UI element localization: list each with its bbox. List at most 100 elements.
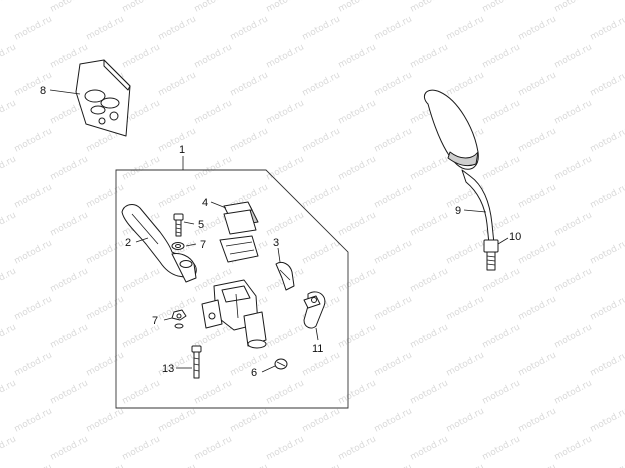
callout-4: 4 [202,197,208,209]
watermark-text: motod.ru [49,210,90,238]
watermark-text: motod.ru [193,378,234,406]
watermark-text: motod.ru [49,434,90,462]
watermark-text: motod.ru [481,0,522,15]
watermark-text: motod.ru [517,182,558,210]
watermark-text: motod.ru [0,322,18,350]
pivot-bolt-part [173,213,184,237]
watermark-text: motod.ru [517,126,558,154]
watermark-text: motod.ru [265,210,306,238]
watermark-text: motod.ru [121,42,162,70]
watermark-text: motod.ru [301,182,342,210]
watermark-text: motod.ru [157,126,198,154]
watermark-text: motod.ru [13,406,54,434]
watermark-text: motod.ru [337,322,378,350]
watermark-text: motod.ru [373,294,414,322]
watermark-text: motod.ru [553,322,594,350]
watermark-text: motod.ru [553,98,594,126]
watermark-text: motod.ru [85,182,126,210]
watermark-text: motod.ru [409,0,450,15]
watermark-text: motod.ru [373,238,414,266]
watermark-text: motod.ru [13,350,54,378]
watermark-text: motod.ru [301,406,342,434]
watermark-text: motod.ru [337,0,378,15]
watermark-text: motod.ru [373,462,414,468]
watermark-text: motod.ru [589,126,625,154]
watermark-text: motod.ru [265,434,306,462]
watermark-text: motod.ru [445,294,486,322]
watermark-text: motod.ru [517,350,558,378]
watermark-text: motod.ru [0,378,18,406]
watermark-text: motod.ru [193,42,234,70]
watermark-text: motod.ru [265,98,306,126]
watermark-text: motod.ru [409,210,450,238]
bracket-part [275,261,295,291]
long-bolt-part [191,345,202,379]
watermark-text: motod.ru [553,42,594,70]
watermark-text: motod.ru [13,294,54,322]
watermark-text: motod.ru [265,378,306,406]
watermark-text: motod.ru [49,154,90,182]
watermark-text: motod.ru [373,182,414,210]
watermark-text: motod.ru [85,350,126,378]
master-cylinder-body-part [201,279,267,349]
watermark-text: motod.ru [589,462,625,468]
watermark-text: motod.ru [445,350,486,378]
watermark-text: motod.ru [49,322,90,350]
watermark-text: motod.ru [337,210,378,238]
assembly-frame [115,169,349,409]
watermark-text: motod.ru [589,350,625,378]
watermark-text: motod.ru [517,462,558,468]
reservoir-cap-part [219,201,259,263]
callout-labels: 8 1 2 4 5 7 3 7 11 6 13 9 10 [40,85,521,379]
watermark-text: motod.ru [193,434,234,462]
watermark-text: motod.ru [445,14,486,42]
watermark-text: motod.ru [481,154,522,182]
watermark-text: motod.ru [85,14,126,42]
watermark-text: motod.ru [373,406,414,434]
watermark-text: motod.ru [229,70,270,98]
watermark-text: motod.ru [13,182,54,210]
watermark-text: motod.ru [0,266,18,294]
plug-cap-part [274,358,288,370]
watermark-text: motod.ru [157,182,198,210]
watermark-text: motod.ru [301,462,342,468]
watermark-text: motod.ru [445,406,486,434]
watermark-text: motod.ru [517,294,558,322]
watermark-text: motod.ru [409,42,450,70]
callout-3: 3 [273,237,279,249]
watermark-text: motod.ru [301,70,342,98]
watermark-text: motod.ru [49,378,90,406]
watermark-text: motod.ru [301,238,342,266]
watermark-text: motod.ru [553,154,594,182]
watermark-text: motod.ru [409,266,450,294]
watermark-text: motod.ru [481,322,522,350]
nut-upper-part [171,242,185,250]
watermark-text: motod.ru [553,0,594,15]
watermark-text: motod.ru [13,70,54,98]
callout-5: 5 [198,219,204,231]
watermark-text: motod.ru [409,322,450,350]
watermark-text: motod.ru [445,238,486,266]
mirror-stem-bolt-part [483,239,499,271]
watermark-text: motod.ru [49,266,90,294]
callout-2: 2 [125,237,131,249]
watermark-text: motod.ru [337,42,378,70]
watermark-text: motod.ru [0,210,18,238]
watermark-text: motod.ru [337,154,378,182]
watermark-text: motod.ru [481,98,522,126]
watermark-text: motod.ru [0,42,18,70]
watermark-text: motod.ru [85,294,126,322]
watermark-text: motod.ru [85,406,126,434]
rear-view-mirror-part [424,89,495,245]
watermark-text: motod.ru [481,434,522,462]
watermark-text: motod.ru [553,378,594,406]
watermark-text: motod.ru [193,154,234,182]
watermark-text: motod.ru [121,154,162,182]
callout-8: 8 [40,85,46,97]
watermark-text: motod.ru [517,406,558,434]
watermark-text: motod.ru [13,14,54,42]
callout-13: 13 [162,363,174,375]
watermark-text: motod.ru [373,14,414,42]
watermark-text: motod.ru [13,462,54,468]
